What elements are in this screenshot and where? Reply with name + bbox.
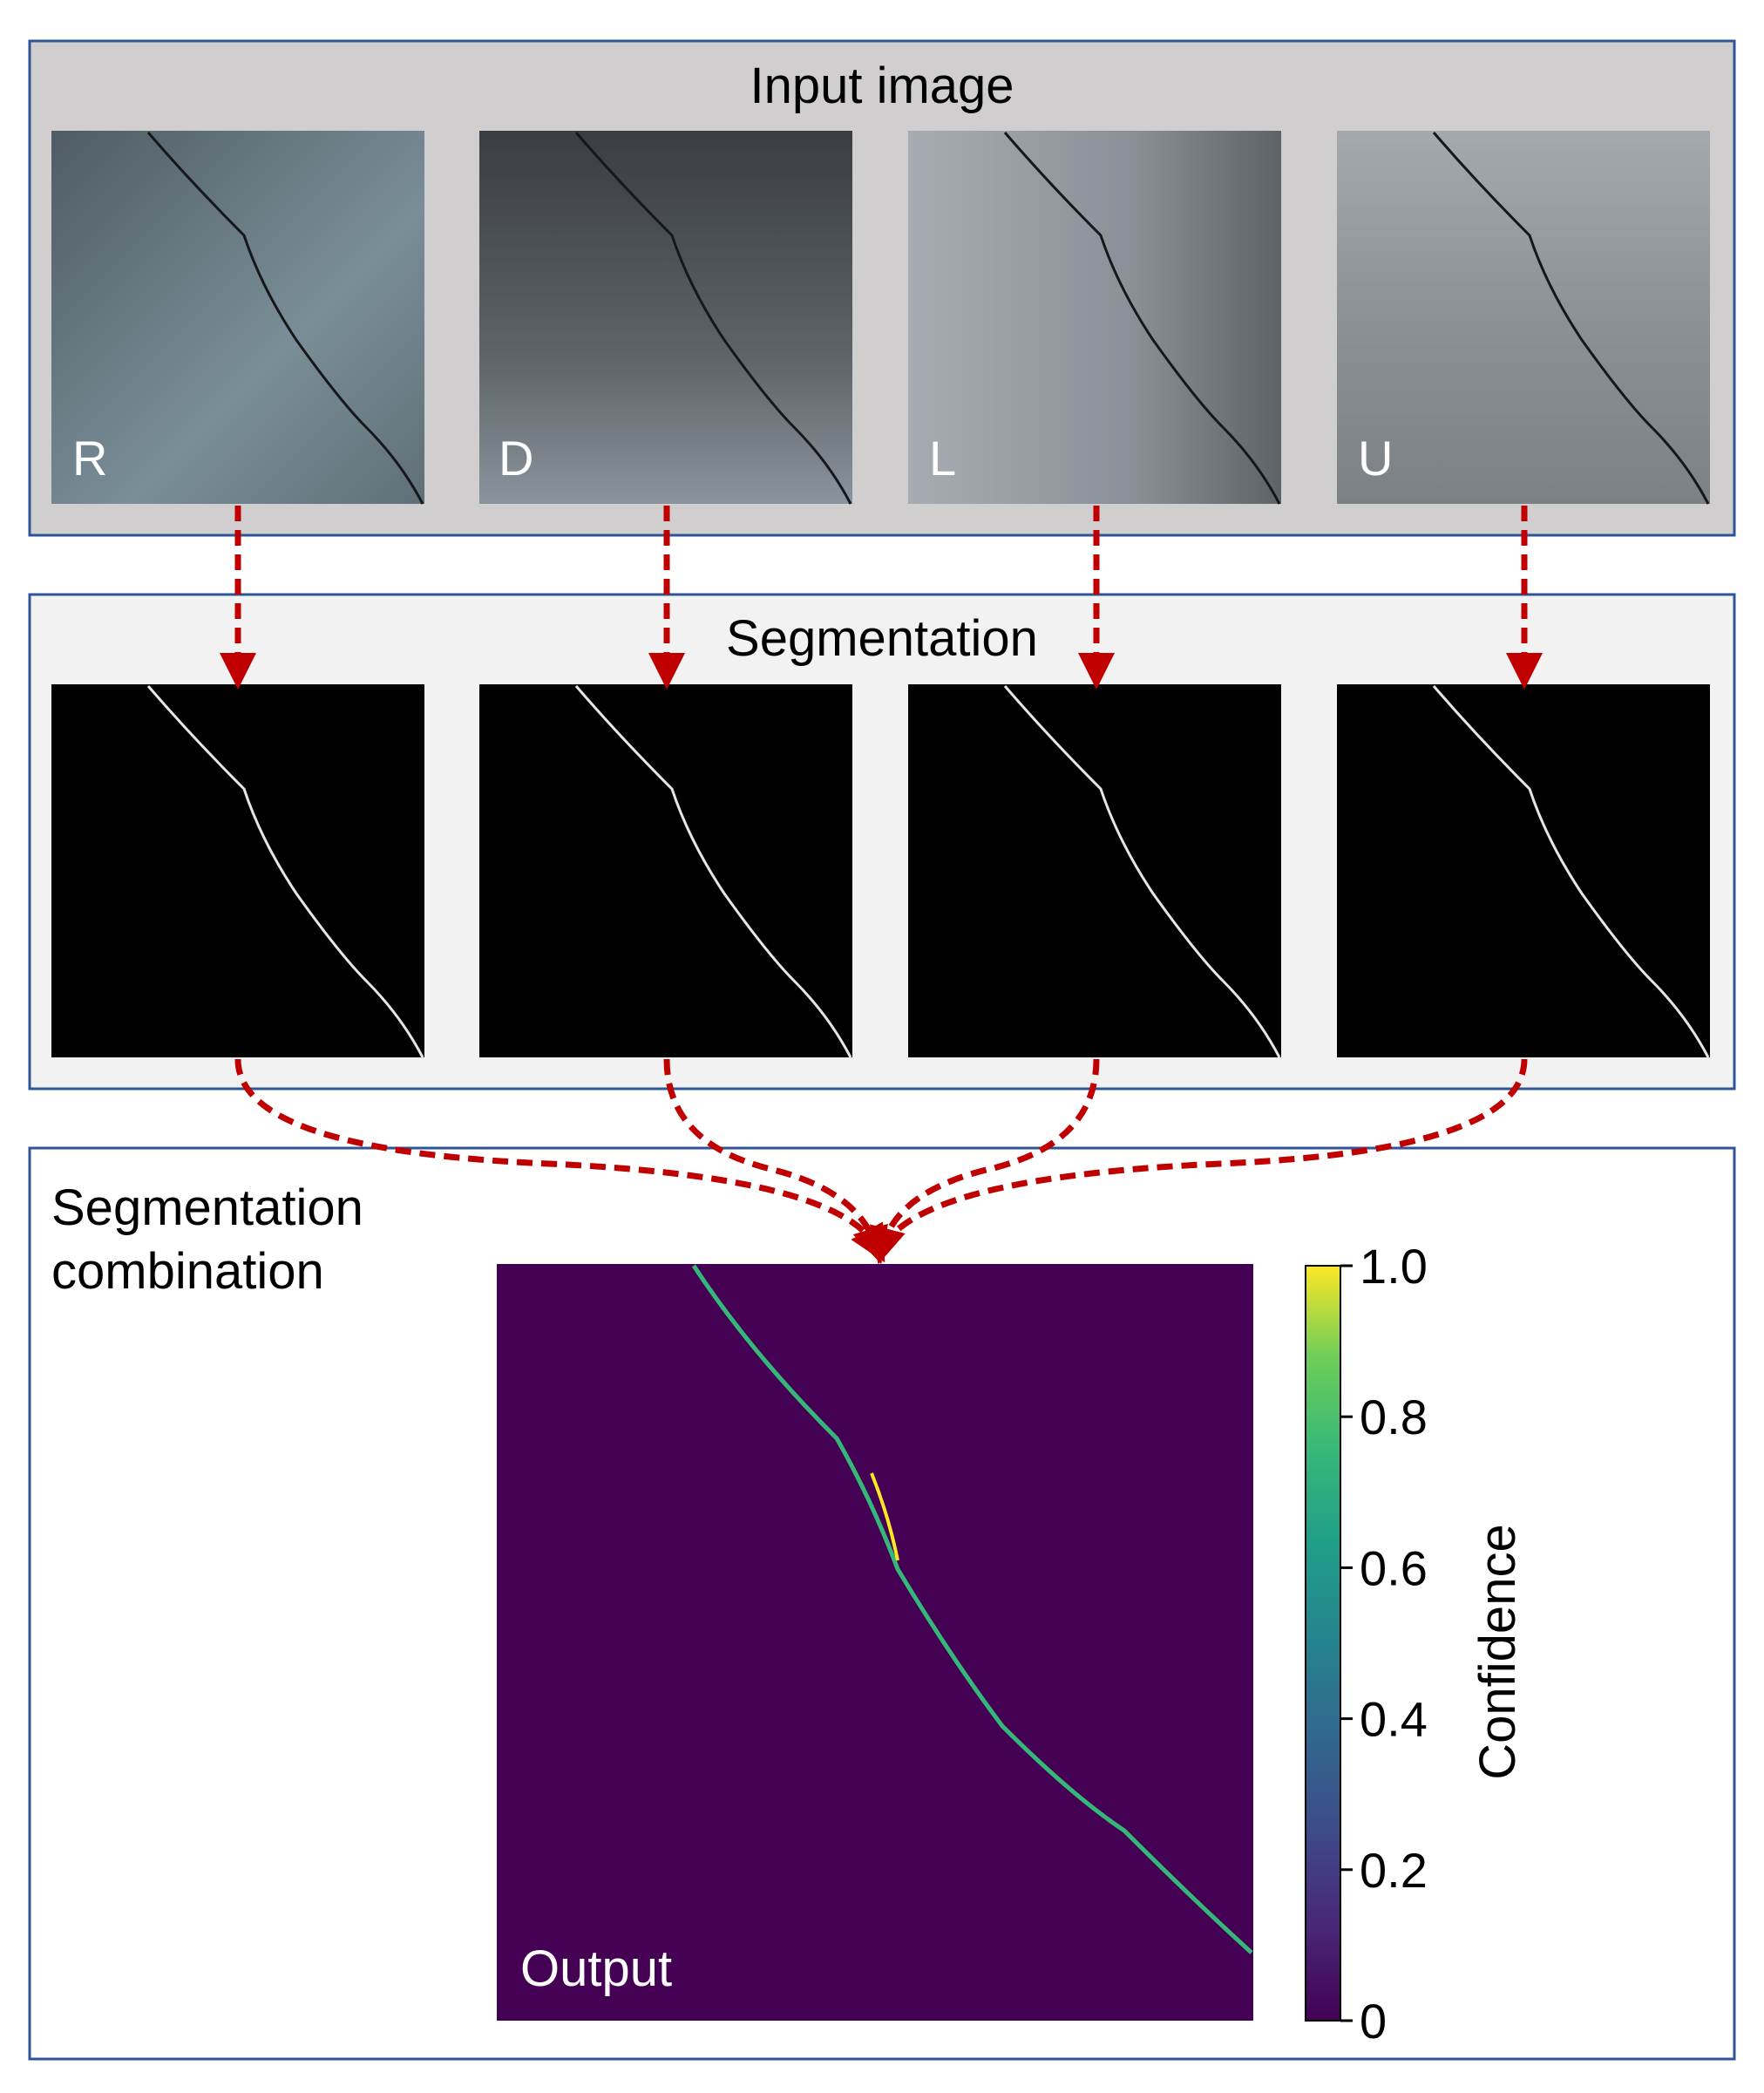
output-label: Output	[520, 1940, 672, 1997]
colorbar-tick-label: 0.4	[1360, 1692, 1428, 1747]
segmented-crack	[1432, 685, 1710, 1058]
output-crack-highlight	[870, 1472, 899, 1561]
input-image-r: R	[51, 131, 424, 505]
segmentation-map-r	[51, 684, 424, 1058]
output-heatmap: Output	[497, 1264, 1253, 2021]
colorbar-tick-label: 0	[1360, 1994, 1387, 2049]
colorbar-tick-label: 1.0	[1360, 1239, 1428, 1294]
segmented-crack	[146, 685, 424, 1058]
input-image-u: U	[1337, 131, 1710, 505]
input-panel-title: Input image	[750, 58, 1014, 114]
crack-line	[146, 132, 424, 505]
colorbar-ticks: 1.0 0.8 0.6 0.4 0.2 0	[1340, 1239, 1428, 2049]
image-label: R	[72, 431, 107, 486]
crack-line	[574, 132, 852, 505]
segmented-crack	[574, 685, 852, 1058]
colorbar-tick-label: 0.8	[1360, 1390, 1428, 1444]
segmentation-map-d	[479, 684, 852, 1058]
colorbar-tick-label: 0.6	[1360, 1540, 1428, 1595]
output-crack	[691, 1264, 1253, 1954]
colorbar: 1.0 0.8 0.6 0.4 0.2 0 Confidence	[1305, 1239, 1526, 2049]
image-label: U	[1358, 431, 1393, 486]
combination-title-line1: Segmentation	[51, 1179, 363, 1236]
segmented-crack	[1003, 685, 1281, 1058]
colorbar-label: Confidence	[1469, 1524, 1526, 1779]
combination-title-line2: combination	[51, 1243, 324, 1300]
image-label: L	[929, 431, 956, 486]
segmentation-map-u	[1337, 684, 1710, 1058]
arrow-r-to-output	[234, 1058, 885, 1263]
crack-line	[1003, 132, 1281, 505]
segmentation-map-l	[908, 684, 1281, 1058]
image-label: D	[499, 431, 533, 486]
crack-line	[1432, 132, 1710, 505]
input-image-l: L	[908, 131, 1281, 505]
input-image-d: D	[479, 131, 852, 505]
segmentation-panel-title: Segmentation	[726, 610, 1038, 667]
arrow-d-to-output	[663, 1058, 888, 1265]
colorbar-tick-label: 0.2	[1360, 1843, 1428, 1898]
arrow-u-to-output	[879, 1058, 1528, 1248]
